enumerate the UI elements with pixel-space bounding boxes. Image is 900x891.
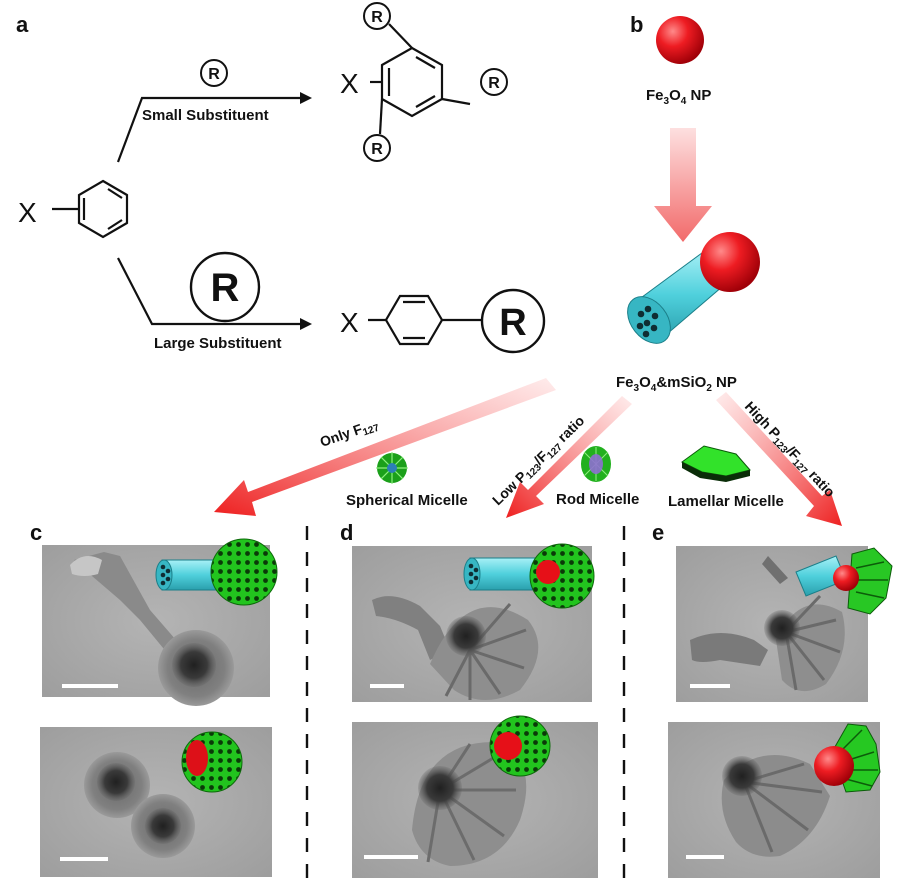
tem-d-bottom — [352, 715, 598, 878]
large-substituent-label: Large Substituent — [154, 335, 282, 352]
x-tri: X — [340, 68, 359, 99]
r-groups: R R R R R R — [189, 2, 546, 354]
small-substituent-label: Small Substituent — [142, 107, 269, 124]
rod-micelle-icon — [581, 446, 611, 482]
r-large-reagent: R — [211, 266, 240, 310]
tem-e-bottom — [668, 722, 881, 878]
r-top-circle — [363, 2, 391, 30]
r-top: R — [371, 9, 383, 26]
r-large-reagent-circle — [189, 251, 261, 323]
r-bottom-circle — [363, 134, 391, 162]
tem-c-top — [42, 538, 278, 706]
spherical-micelle-label: Spherical Micelle — [346, 492, 468, 509]
benzene-start — [52, 179, 129, 239]
arrow-high-ratio — [716, 392, 842, 526]
r-small-reagent: R — [208, 66, 220, 83]
panel-label-a: a — [16, 12, 29, 37]
large-route-line — [117, 257, 300, 326]
panel-label-b: b — [630, 12, 643, 37]
large-route-arrowhead — [300, 318, 312, 330]
fe3o4-np-label: Fe3O4 NP — [646, 87, 711, 107]
r-right: R — [488, 75, 500, 92]
small-route-arrowhead — [300, 92, 312, 104]
route-label-high-ratio: High P123/F127 ratio — [740, 398, 839, 502]
x-start: X — [18, 197, 37, 228]
tem-e-top — [676, 546, 893, 702]
small-route-line — [116, 96, 300, 163]
trisubstituted-product — [370, 23, 471, 135]
r-para: R — [499, 302, 526, 344]
fe3o4-msio2-composite — [627, 232, 760, 344]
r-bottom: R — [371, 141, 383, 158]
panel-label-c: c — [30, 520, 42, 545]
panel-label-e: e — [652, 520, 664, 545]
tem-c-bottom — [40, 727, 272, 877]
x-para: X — [340, 307, 359, 338]
route-arrows — [214, 378, 842, 526]
r-small-reagent-circle — [200, 59, 228, 87]
composite-label: Fe3O4&mSiO2 NP — [616, 374, 737, 394]
arrow-low-ratio — [506, 396, 632, 518]
fe3o4-nanoparticle — [656, 16, 704, 64]
arrow-only-f127 — [214, 378, 556, 516]
lamellar-micelle-label: Lamellar Micelle — [668, 493, 784, 510]
scheme-a — [52, 23, 482, 346]
scheme-b: Fe3O4 NP Fe3O4&mSiO2 NP — [616, 16, 760, 394]
down-arrow — [654, 128, 712, 242]
rod-micelle-label: Rod Micelle — [556, 491, 639, 508]
tem-d-top — [352, 543, 595, 702]
lamellar-micelle-icon — [681, 445, 751, 482]
r-para-circle — [480, 288, 546, 354]
panel-label-d: d — [340, 520, 353, 545]
para-product — [368, 294, 482, 346]
r-right-circle — [480, 68, 508, 96]
spherical-micelle-icon — [376, 452, 408, 484]
